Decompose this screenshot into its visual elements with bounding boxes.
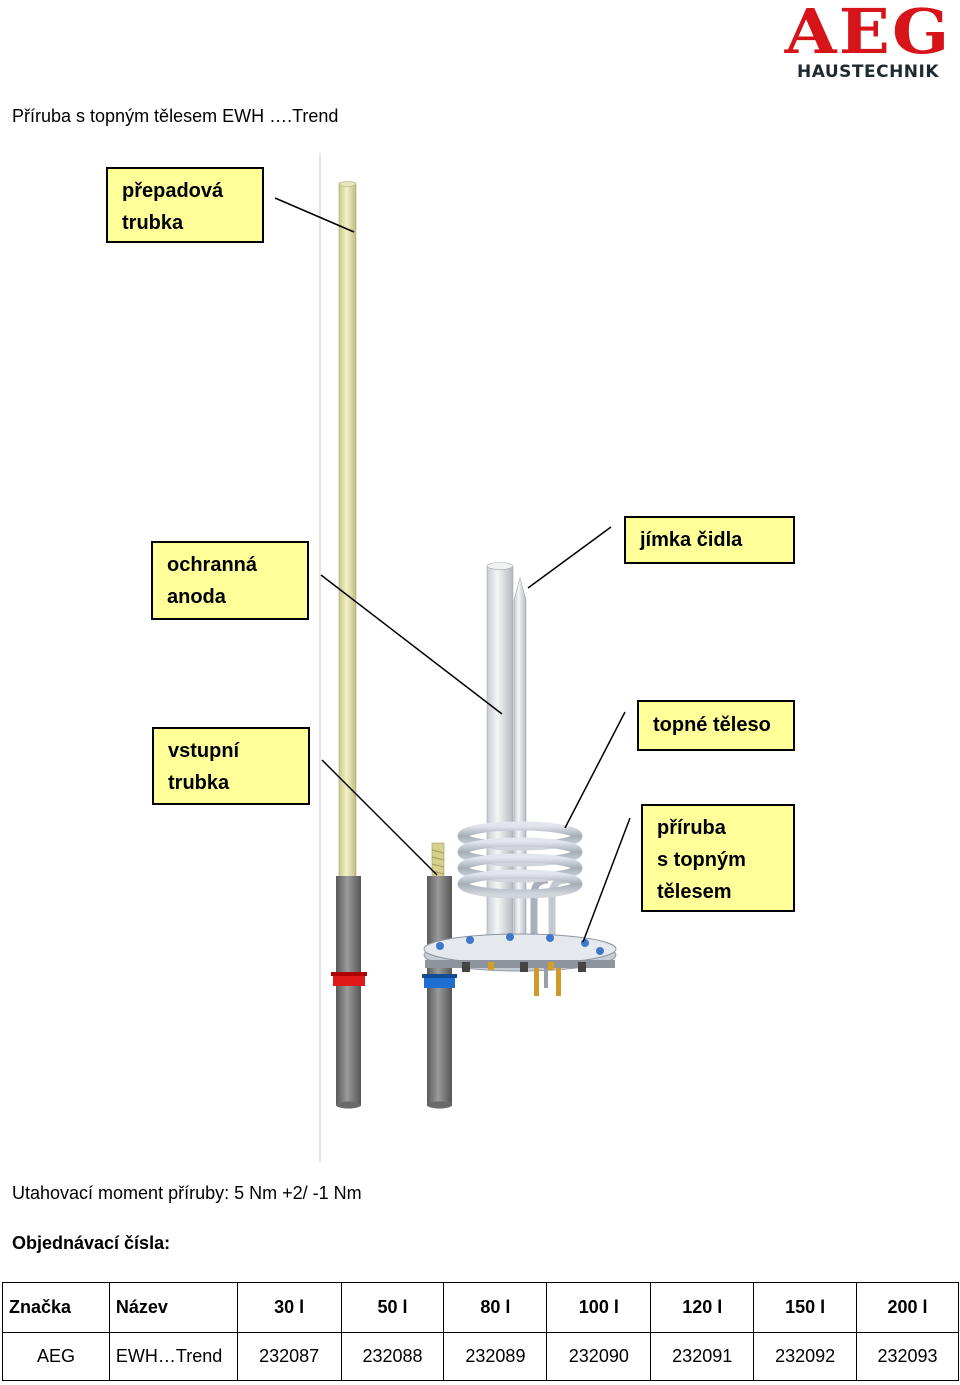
order-numbers-table: Značka Název 30 l 50 l 80 l 100 l 120 l … [2,1282,959,1381]
callout-flange-line-3: tělesem [657,881,732,903]
leader-line-sensor-well [527,526,612,589]
table-cell: 232088 [340,1332,445,1381]
table-row: AEG EWH…Trend 232087 232088 232089 23209… [2,1332,959,1381]
aeg-logo: AEG HAUSTECHNIK [785,1,949,83]
callout-sensor-well-line-1: jímka čidla [640,529,743,551]
callout-overflow-pipe-line-1: přepadová [122,180,224,202]
logo-subtitle: HAUSTECHNIK [796,62,940,82]
table-cell: 232087 [236,1332,342,1381]
callout-overflow-pipe-line-2: trubka [122,212,184,234]
inlet-pipe-shape [422,842,457,1109]
callout-flange-line-1: příruba [657,817,726,839]
table-cell: 232089 [443,1332,548,1381]
header-cell: 100 l [546,1282,652,1333]
callout-inlet-pipe: vstupní trubka [152,727,310,805]
order-numbers-heading: Objednávací čísla: [12,1233,171,1253]
flange-plate-shape [423,933,617,996]
leader-line-heating-element [564,711,626,829]
table-cell: 232090 [546,1332,652,1381]
callout-flange: příruba s topným tělesem [641,804,795,912]
table-cell: 232092 [753,1332,858,1381]
header-cell: Název [108,1282,238,1333]
overflow-pipe-shape [331,181,367,1109]
header-cell: 150 l [753,1282,858,1333]
sensor-well-shape [513,576,527,941]
callout-inlet-pipe-line-1: vstupní [168,740,240,762]
table-cell: 232093 [856,1332,959,1381]
leader-line-inlet-pipe [321,759,438,876]
header-cell: 50 l [340,1282,445,1333]
header-cell: 120 l [650,1282,755,1333]
document-title: Příruba s topným tělesem EWH ….Trend [12,106,339,126]
table-header-row: Značka Název 30 l 50 l 80 l 100 l 120 l … [2,1282,959,1333]
callout-heating-element: topné těleso [637,700,795,751]
callout-flange-line-2: s topným [657,849,746,871]
header-cell: 200 l [856,1282,959,1333]
flange-assembly-illustration [274,153,631,1162]
torque-note: Utahovací moment příruby: 5 Nm +2/ -1 Nm [12,1183,362,1203]
callout-sensor-well: jímka čidla [624,516,795,564]
callout-heating-element-line-1: topné těleso [653,714,771,736]
callout-anode-line-1: ochranná [167,554,258,576]
anode-rod-shape [486,562,514,947]
callout-anode-line-2: anoda [167,586,226,608]
callout-inlet-pipe-line-2: trubka [168,772,230,794]
heating-element-shape [457,821,583,940]
header-cell: 30 l [236,1282,342,1333]
logo-brand: AEG [784,0,952,68]
table-cell: 232091 [650,1332,755,1381]
leader-line-anode [320,574,503,715]
leader-lines [274,197,631,943]
callout-protective-anode: ochranná anoda [151,541,309,620]
header-cell: 80 l [443,1282,548,1333]
table-cell: AEG [2,1332,110,1381]
table-cell: EWH…Trend [108,1332,238,1381]
callout-overflow-pipe: přepadová trubka [106,167,264,243]
leader-line-overflow-pipe [274,197,355,233]
leader-line-flange [582,817,631,943]
header-cell: Značka [2,1282,110,1333]
